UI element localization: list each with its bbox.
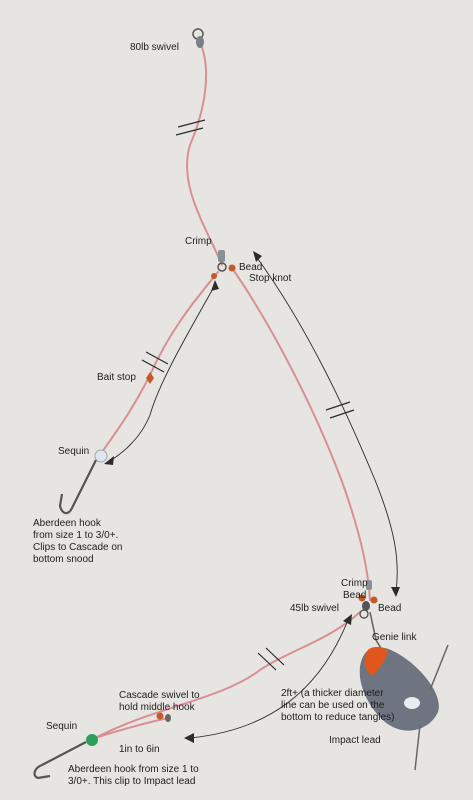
- label-line-note: 2ft+ (a thicker diameter line can be use…: [281, 688, 395, 723]
- swivel-45lb-icon: [359, 601, 370, 619]
- label-stop-knot: Stop knot: [249, 273, 292, 284]
- label-crimp-top: Crimp: [185, 236, 212, 247]
- label-aberdeen-hook-bottom: Aberdeen hook from size 1 to 3/0+. This …: [68, 764, 199, 787]
- arrowhead-2: [104, 456, 114, 465]
- bead-top-left-icon: [211, 273, 217, 279]
- main-line-lower: [231, 267, 371, 601]
- label-impact-lead: Impact lead: [329, 735, 381, 746]
- crimp-bottom-icon: [366, 580, 372, 590]
- bead-bottom-left-icon: [358, 594, 366, 602]
- label-bead-top: Bead: [239, 262, 263, 273]
- break-mark-3: [145, 351, 169, 365]
- swivel-80lb-icon: [192, 28, 204, 48]
- break-mark-2: [175, 127, 204, 136]
- top-snood-line: [99, 271, 219, 456]
- label-genie-link: Genie link: [372, 632, 417, 643]
- arrowhead-3: [253, 251, 262, 262]
- break-mark-8: [265, 647, 285, 666]
- bead-bottom-right-icon: [370, 596, 378, 604]
- label-sequin-bottom: Sequin: [46, 721, 78, 732]
- bottom-snood-line: [94, 611, 361, 739]
- label-length-range: 1in to 6in: [119, 744, 160, 755]
- label-crimp-bottom: Crimp: [341, 578, 368, 589]
- bead-top-icon: [228, 264, 236, 272]
- label-45lb-swivel: 45lb swivel: [290, 603, 339, 614]
- break-mark-1: [177, 119, 206, 128]
- impact-lead-icon: [359, 644, 449, 771]
- break-mark-5: [325, 401, 351, 411]
- cascade-swivel-icon: [156, 712, 171, 722]
- arrowhead-1: [211, 280, 219, 291]
- break-mark-6: [329, 409, 355, 419]
- label-bead-bottom-right: Bead: [378, 603, 402, 614]
- aberdeen-hook-top-icon: [58, 459, 97, 515]
- hook-link-lower: [94, 717, 169, 739]
- break-mark-4: [141, 359, 165, 373]
- arrowhead-5: [343, 614, 352, 625]
- bait-stop-icon: [146, 372, 154, 384]
- arrow-bottom-snood: [189, 619, 349, 739]
- arrow-main-line: [254, 254, 398, 593]
- label-80lb-swivel: 80lb swivel: [130, 42, 179, 53]
- label-cascade-swivel: Cascade swivel to hold middle hook: [119, 690, 200, 713]
- label-aberdeen-hook-top: Aberdeen hook from size 1 to 3/0+. Clips…: [33, 518, 123, 565]
- arrowhead-4: [391, 587, 400, 597]
- crimp-top-icon: [217, 250, 227, 272]
- aberdeen-hook-bottom-icon: [33, 741, 87, 780]
- label-bait-stop: Bait stop: [97, 372, 136, 383]
- break-mark-7: [257, 652, 277, 671]
- arrow-top-snood: [107, 284, 216, 463]
- label-sequin-top: Sequin: [58, 446, 90, 457]
- arrowhead-6: [184, 733, 194, 743]
- sequin-top-icon: [94, 449, 108, 463]
- genie-link-icon: [369, 611, 383, 651]
- label-bead-bottom-left: Bead: [343, 590, 367, 601]
- main-line-upper: [186, 41, 223, 266]
- sequin-bottom-icon: [86, 734, 98, 746]
